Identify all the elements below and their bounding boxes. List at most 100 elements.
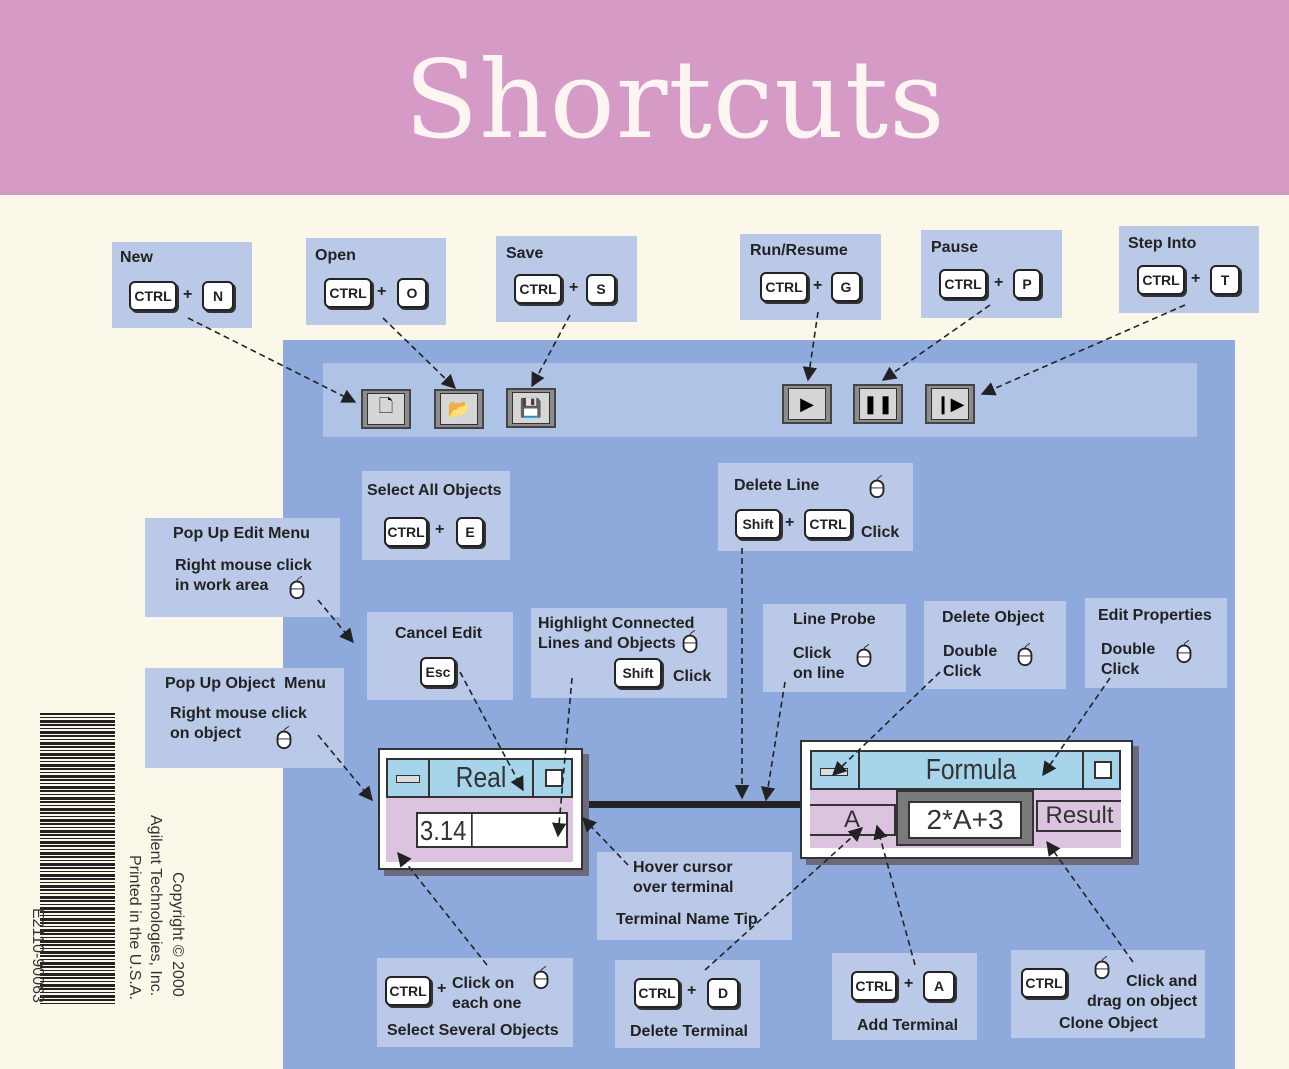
shortcut-label: Delete Terminal [630, 1023, 748, 1040]
shortcut-label: Delete Line [734, 477, 820, 494]
header-band [0, 0, 1289, 195]
ctrl-key: CTRL [804, 509, 852, 539]
mouse-icon [533, 966, 549, 990]
shortcut-delete-terminal: CTRL + D Delete Terminal [615, 960, 760, 1048]
output-terminal-result[interactable]: Result [1036, 800, 1121, 832]
plus-sign: + [904, 975, 914, 992]
plus-sign: + [183, 286, 193, 303]
ctrl-key: CTRL [129, 281, 177, 311]
real-object[interactable]: Real 3.14 [378, 748, 583, 870]
shortcut-select-several: CTRL + Click on each one Select Several … [377, 958, 573, 1047]
real-title-bar[interactable]: Real [386, 758, 573, 798]
shortcut-run-resume: Run/Resume CTRL + G [740, 234, 881, 320]
terminal-name-tip: Hover cursor over terminal Terminal Name… [597, 852, 792, 940]
new-button[interactable]: 🗋 [361, 389, 411, 429]
shortcut-desc: Click on each one [452, 975, 522, 1012]
shortcut-label: Pause [931, 239, 979, 256]
formula-object[interactable]: Formula A 2*A+3 Result [800, 740, 1133, 859]
plus-sign: + [437, 980, 447, 997]
formula-title: Formula [925, 754, 1017, 786]
shortcut-label: Open [315, 247, 356, 264]
expression-frame: 2*A+3 [896, 790, 1034, 846]
maximize-button[interactable] [1082, 752, 1121, 788]
shortcut-desc: Click on line [793, 645, 845, 682]
shortcut-label: Pop Up Edit Menu [173, 525, 310, 542]
work-area-panel [283, 340, 1235, 1069]
shortcut-label: Line Probe [793, 611, 876, 628]
pause-icon: ❚❚ [859, 388, 897, 420]
connection-line[interactable] [582, 801, 802, 808]
shortcut-popup-object-menu: Pop Up Object Menu Right mouse click on … [145, 668, 344, 768]
shortcut-label: Step Into [1128, 235, 1197, 252]
mouse-icon [1094, 956, 1110, 980]
shortcut-select-all: Select All Objects CTRL + E [362, 471, 510, 560]
real-title: Real [455, 762, 507, 794]
shortcut-desc: Right mouse click on object [170, 705, 307, 742]
plus-sign: + [377, 283, 387, 300]
step-into-button[interactable]: ❙▶ [925, 384, 975, 424]
shortcut-label: Cancel Edit [395, 625, 483, 642]
run-button[interactable]: ▶ [782, 384, 832, 424]
plus-sign: + [687, 982, 697, 999]
g-key: G [831, 272, 861, 302]
shortcut-label: Select All Objects [367, 482, 502, 499]
shortcut-delete-line: Delete Line Shift + CTRL Click [718, 463, 913, 551]
value-field[interactable]: 3.14 [416, 812, 568, 848]
plus-sign: + [994, 274, 1004, 291]
shortcut-open: Open CTRL + O [306, 238, 446, 325]
shortcut-clone-object: CTRL Click and drag on object Clone Obje… [1011, 950, 1205, 1038]
tip-desc: Hover cursor over terminal [633, 859, 734, 896]
shortcut-pause: Pause CTRL + P [921, 230, 1062, 318]
maximize-button[interactable] [532, 760, 573, 796]
copyright-text: Copyright © 2000 [169, 872, 186, 997]
shortcut-new: New CTRL + N [112, 242, 252, 328]
shortcut-label: Edit Properties [1098, 607, 1212, 624]
ctrl-key: CTRL [760, 272, 808, 302]
value-text: 3.14 [420, 814, 473, 847]
shortcut-save: Save CTRL + S [496, 236, 637, 322]
mouse-icon [869, 475, 885, 499]
n-key: N [202, 281, 234, 311]
play-icon: ▶ [788, 388, 826, 420]
s-key: S [586, 274, 616, 304]
open-button[interactable]: 📂 [434, 389, 484, 429]
maximize-icon [1094, 761, 1112, 779]
click-label: Click [861, 524, 900, 541]
shortcut-desc: Double Click [943, 643, 998, 680]
plus-sign: + [785, 514, 795, 531]
pause-button[interactable]: ❚❚ [853, 384, 903, 424]
shortcut-label: Add Terminal [857, 1017, 959, 1034]
click-label: Click [673, 668, 712, 685]
open-folder-icon: 📂 [440, 393, 478, 425]
tip-label: Terminal Name Tip [616, 911, 758, 928]
ctrl-key: CTRL [324, 278, 372, 308]
ctrl-key: CTRL [385, 976, 431, 1006]
shortcut-edit-properties: Edit Properties Double Click [1085, 598, 1227, 688]
mouse-icon [682, 630, 698, 654]
minimize-button[interactable] [388, 760, 430, 796]
part-number: E2110-90063 [29, 908, 46, 1003]
barcode [40, 713, 115, 1005]
step-icon: ❙▶ [931, 388, 969, 420]
ctrl-key: CTRL [634, 978, 680, 1008]
ctrl-key: CTRL [1137, 265, 1185, 295]
printed-text: Printed in the U.S.A. [126, 855, 143, 1000]
save-button[interactable]: 💾 [506, 388, 556, 428]
page-title: Shortcuts [404, 38, 946, 163]
maximize-icon [545, 769, 563, 787]
shortcut-popup-edit-menu: Pop Up Edit Menu Right mouse click in wo… [145, 518, 340, 617]
p-key: P [1013, 269, 1041, 299]
minimize-icon [396, 775, 420, 783]
expression-field[interactable]: 2*A+3 [908, 801, 1022, 839]
mouse-icon [856, 644, 872, 668]
shortcut-label: Save [506, 245, 544, 262]
t-key: T [1210, 265, 1240, 295]
plus-sign: + [813, 277, 823, 294]
ctrl-key: CTRL [1021, 968, 1067, 998]
shortcut-label: New [120, 249, 153, 266]
shortcut-add-terminal: CTRL + A Add Terminal [832, 953, 977, 1040]
company-text: Agilent Technologies, Inc. [147, 815, 164, 997]
shortcut-label: Highlight Connected Lines and Objects [538, 615, 695, 652]
shortcut-cancel-edit: Cancel Edit Esc [367, 612, 513, 700]
